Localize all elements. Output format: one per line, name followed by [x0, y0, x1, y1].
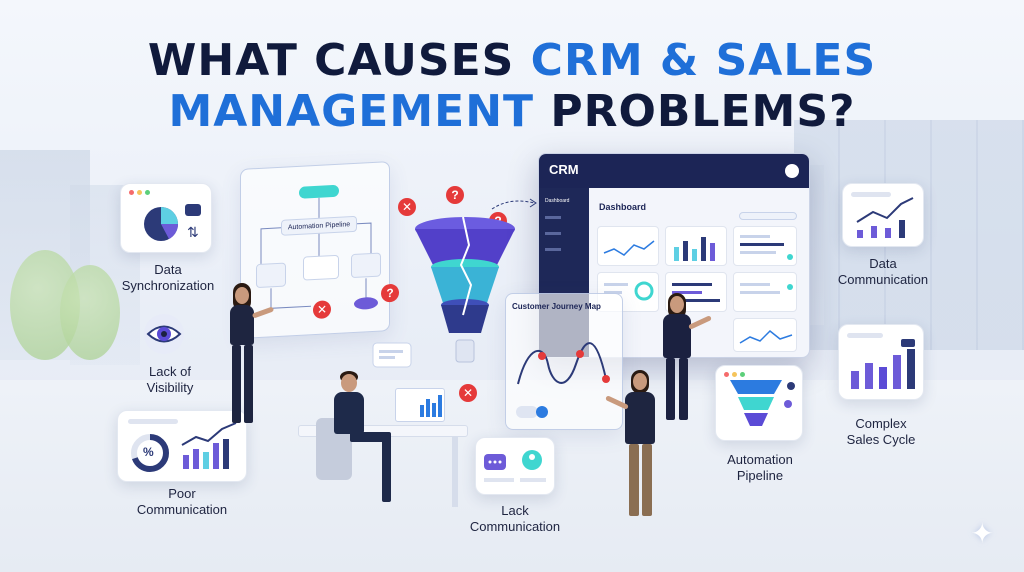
chat-icon [484, 450, 546, 482]
connector-arrow [491, 198, 537, 210]
automation-pipeline-label: Automation Pipeline [727, 452, 793, 483]
dashboard-widget [597, 272, 659, 312]
title-text: PROBLEMS? [534, 86, 856, 137]
title-accent: MANAGEMENT [168, 86, 535, 137]
broken-funnel-icon [415, 216, 515, 363]
title-accent: CRM & SALES [530, 35, 877, 86]
eye-icon [144, 314, 184, 354]
sidebar-item[interactable] [545, 232, 561, 235]
dashboard-widget [733, 226, 797, 266]
data-sync-label: Data Synchronization [121, 262, 215, 293]
journey-path [516, 342, 610, 418]
dashboard-filter[interactable] [739, 212, 797, 220]
page-title-line-2: MANAGEMENT PROBLEMS? [0, 86, 1024, 137]
pie-chart-icon [144, 204, 201, 241]
funnel-icon [730, 380, 795, 426]
lack-visibility-label: Lack of Visibility [146, 364, 194, 395]
window-dots [129, 190, 150, 195]
question-icon: ? [381, 283, 399, 303]
error-icon: ✕ [398, 198, 416, 216]
dashboard-heading: Dashboard [599, 202, 647, 212]
lack-communication-card [475, 437, 555, 495]
sidebar-item-dashboard[interactable]: Dashboard [545, 198, 570, 204]
complex-sales-cycle-card [838, 324, 924, 400]
data-sync-card: ⇅ [120, 183, 212, 253]
avatar[interactable] [785, 164, 799, 178]
data-communication-card [842, 183, 924, 247]
bar-chart-icon [851, 349, 915, 389]
automation-pipeline-card [715, 365, 803, 441]
dashboard-widget [597, 226, 659, 266]
data-communication-label: Data Communication [837, 256, 929, 287]
chat-bubble-icon [372, 342, 412, 368]
dashboard-widget [665, 226, 727, 266]
customer-journey-panel: Customer Journey Map [505, 293, 623, 430]
percent-donut-icon [131, 422, 237, 472]
lack-communication-label: Lack Communication [469, 503, 561, 534]
error-icon: ✕ [459, 384, 477, 402]
poor-communication-card: % [117, 410, 247, 482]
sync-arrows-icon: ⇅ [187, 224, 199, 240]
sparkle-icon: ✦ [970, 518, 994, 549]
line-chart-icon [856, 197, 914, 238]
background-tree [60, 265, 120, 360]
automation-flow-panel: Automation Pipeline ✕ ? [240, 161, 399, 339]
percent-icon: % [143, 445, 154, 459]
crm-logo: CRM [549, 162, 579, 177]
crm-topbar [539, 154, 809, 188]
desk-leg [452, 437, 458, 507]
complex-sales-cycle-label: Complex Sales Cycle [846, 416, 916, 447]
question-icon: ? [446, 186, 464, 204]
poor-communication-label: Poor Communication [136, 486, 228, 517]
sidebar-item[interactable] [545, 216, 561, 219]
computer-monitor [395, 388, 445, 422]
dashboard-widget [733, 318, 797, 352]
badge [901, 339, 915, 347]
flow-connectors [260, 197, 378, 310]
page-title-line-1: WHAT CAUSES CRM & SALES [0, 35, 1024, 86]
sidebar-item[interactable] [545, 248, 561, 251]
dashboard-widget [733, 272, 797, 312]
title-text: WHAT CAUSES [147, 35, 531, 86]
window-dots [724, 372, 745, 377]
journey-title: Customer Journey Map [512, 302, 601, 311]
